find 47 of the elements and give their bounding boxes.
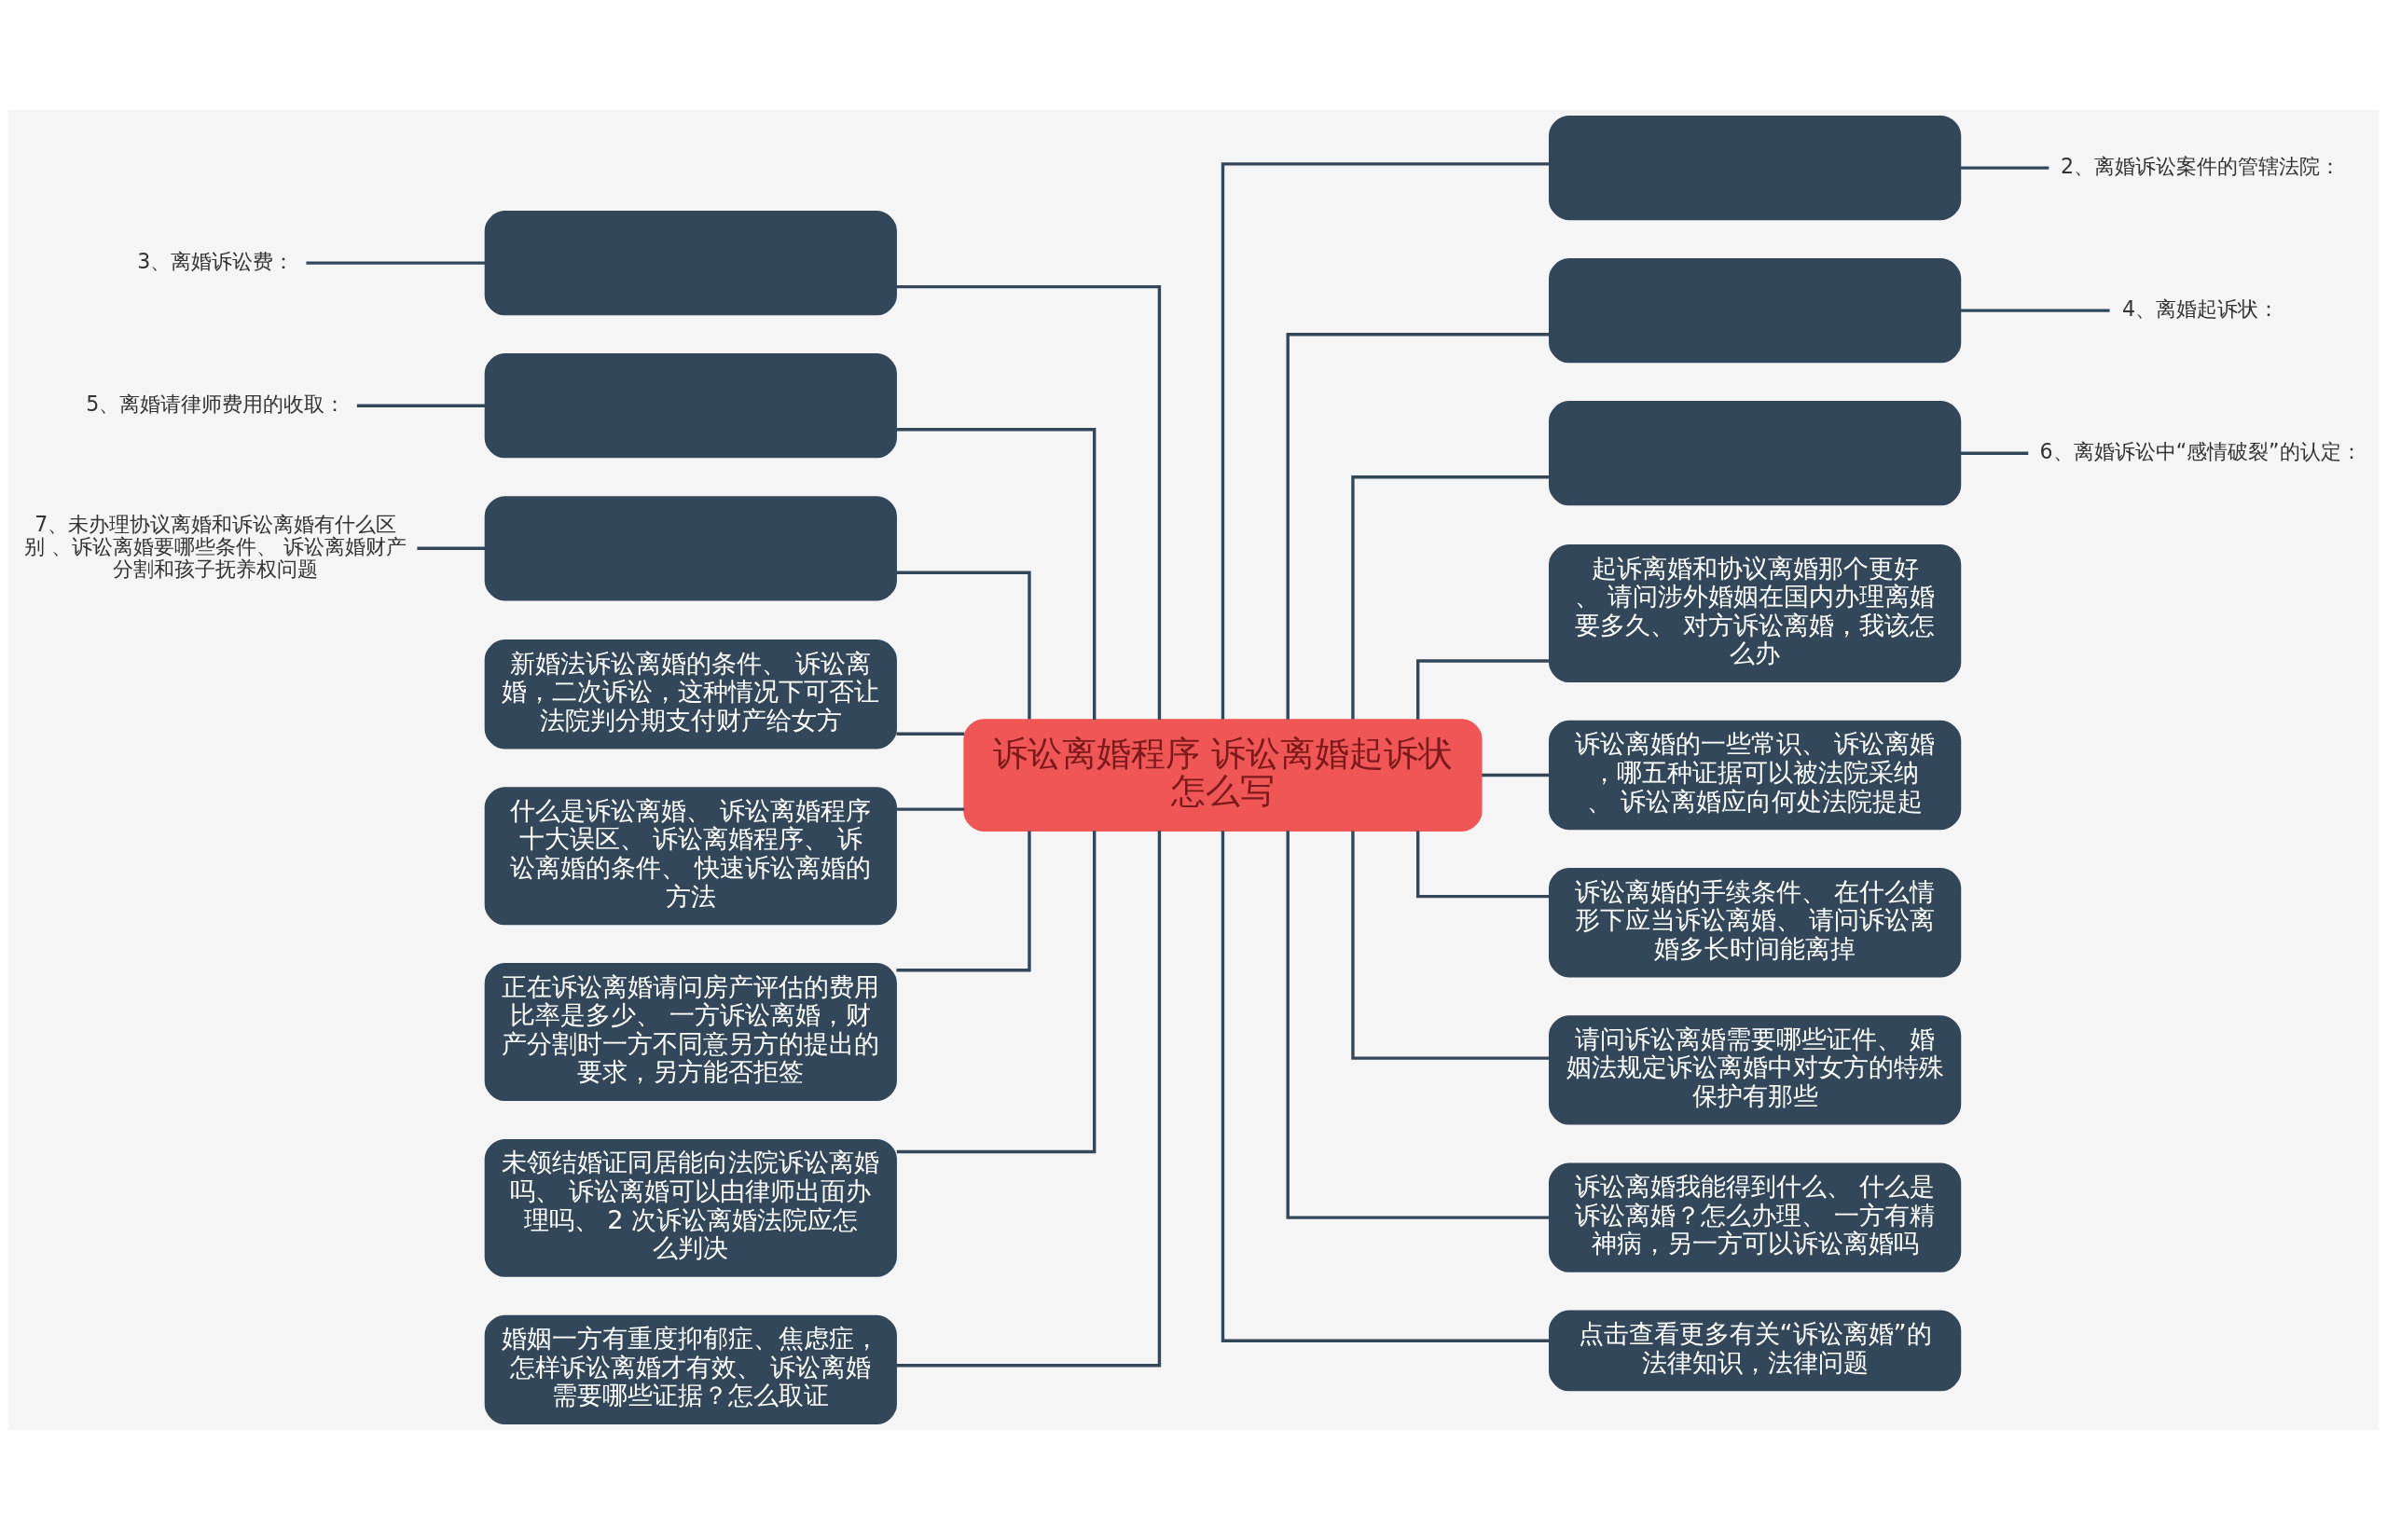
connector (417, 546, 486, 550)
connector (306, 261, 486, 265)
connector (1960, 166, 2049, 170)
node-text: 5、离婚请律师费用的收取： (86, 392, 346, 416)
connector (1960, 309, 2110, 312)
node-box (1549, 258, 1962, 364)
node-box: 新婚法诉讼离婚的条件、 诉讼离婚，二次诉讼，这种情况下可否让法院判分期支付财产给女方 (484, 639, 897, 749)
connector (356, 404, 486, 407)
node-box: 诉讼离婚的手续条件、 在什么情形下应当诉讼离婚、 请问诉讼离婚多长时间能离掉 (1549, 868, 1962, 978)
node-box: 诉讼离婚程序 诉讼离婚起诉状怎么写 (963, 719, 1483, 832)
node-box: 请问诉讼离婚需要哪些证件、 婚姻法规定诉讼离婚中对女方的特殊保护有那些 (1549, 1015, 1962, 1125)
connector (896, 284, 1162, 720)
node-box (484, 496, 897, 601)
connector (1416, 659, 1550, 720)
node-text: 3、离婚诉讼费： (137, 248, 295, 273)
node-box: 什么是诉讼离婚、 诉讼离婚程序十大误区、 诉讼离婚程序、 诉讼离婚的条件、 快速诉讼离婚的方法 (484, 787, 897, 926)
connector (1221, 162, 1550, 720)
connector (1351, 831, 1550, 1060)
connector (1286, 831, 1550, 1219)
connector (896, 831, 1097, 1154)
connector (896, 571, 1031, 720)
node-box (484, 353, 897, 459)
node-text: 7、未办理协议离婚和诉讼离婚有什么区别 、诉讼离婚要哪些条件、 诉讼离婚财产分割和孩子抚养权问题 (24, 512, 407, 581)
connector (896, 807, 965, 811)
node-text: 6、离婚诉讼中“感情破裂”的认定： (2039, 439, 2362, 464)
node-box: 起诉离婚和协议离婚那个更好、 请问涉外婚姻在国内办理离婚要多久、 对方诉讼离婚，我该怎么办 (1549, 544, 1962, 682)
connector (896, 732, 965, 736)
connector (1960, 451, 2029, 455)
node-text: 2、离婚诉讼案件的管辖法院： (2061, 153, 2341, 178)
node-box: 诉讼离婚我能得到什么、 什么是诉讼离婚？怎么办理、 一方有精神病，另一方可以诉讼离婚吗 (1549, 1162, 1962, 1272)
node-box (484, 211, 897, 316)
node-box (1549, 115, 1962, 221)
connector (896, 831, 1031, 972)
node-box: 婚姻一方有重度抑郁症、焦虑症，怎样诉讼离婚才有效、 诉讼离婚需要哪些证据？怎么取证 (484, 1314, 897, 1425)
node-box: 点击查看更多有关“诉讼离婚”的法律知识，法律问题 (1549, 1310, 1962, 1392)
connector (896, 831, 1162, 1368)
node-box: 正在诉讼离婚请问房产评估的费用比率是多少、 一方诉讼离婚，财产分割时一方不同意另方的提出的要求，另方能否拒签 (484, 963, 897, 1102)
connector (1482, 773, 1550, 777)
node-text: 4、离婚起诉状： (2122, 296, 2280, 321)
node-box (1549, 401, 1962, 506)
connector (1286, 333, 1550, 720)
connector (1351, 475, 1550, 720)
node-box: 未领结婚证同居能向法院诉讼离婚吗、 诉讼离婚可以由律师出面办理吗、 2 次诉讼离婚法院应怎么判决 (484, 1138, 897, 1277)
connector (1416, 831, 1550, 899)
connector (896, 428, 1097, 720)
node-box: 诉讼离婚的一些常识、 诉讼离婚，哪五种证据可以被法院采纳、 诉讼离婚应向何处法院提起 (1549, 720, 1962, 831)
connector (1221, 831, 1550, 1342)
